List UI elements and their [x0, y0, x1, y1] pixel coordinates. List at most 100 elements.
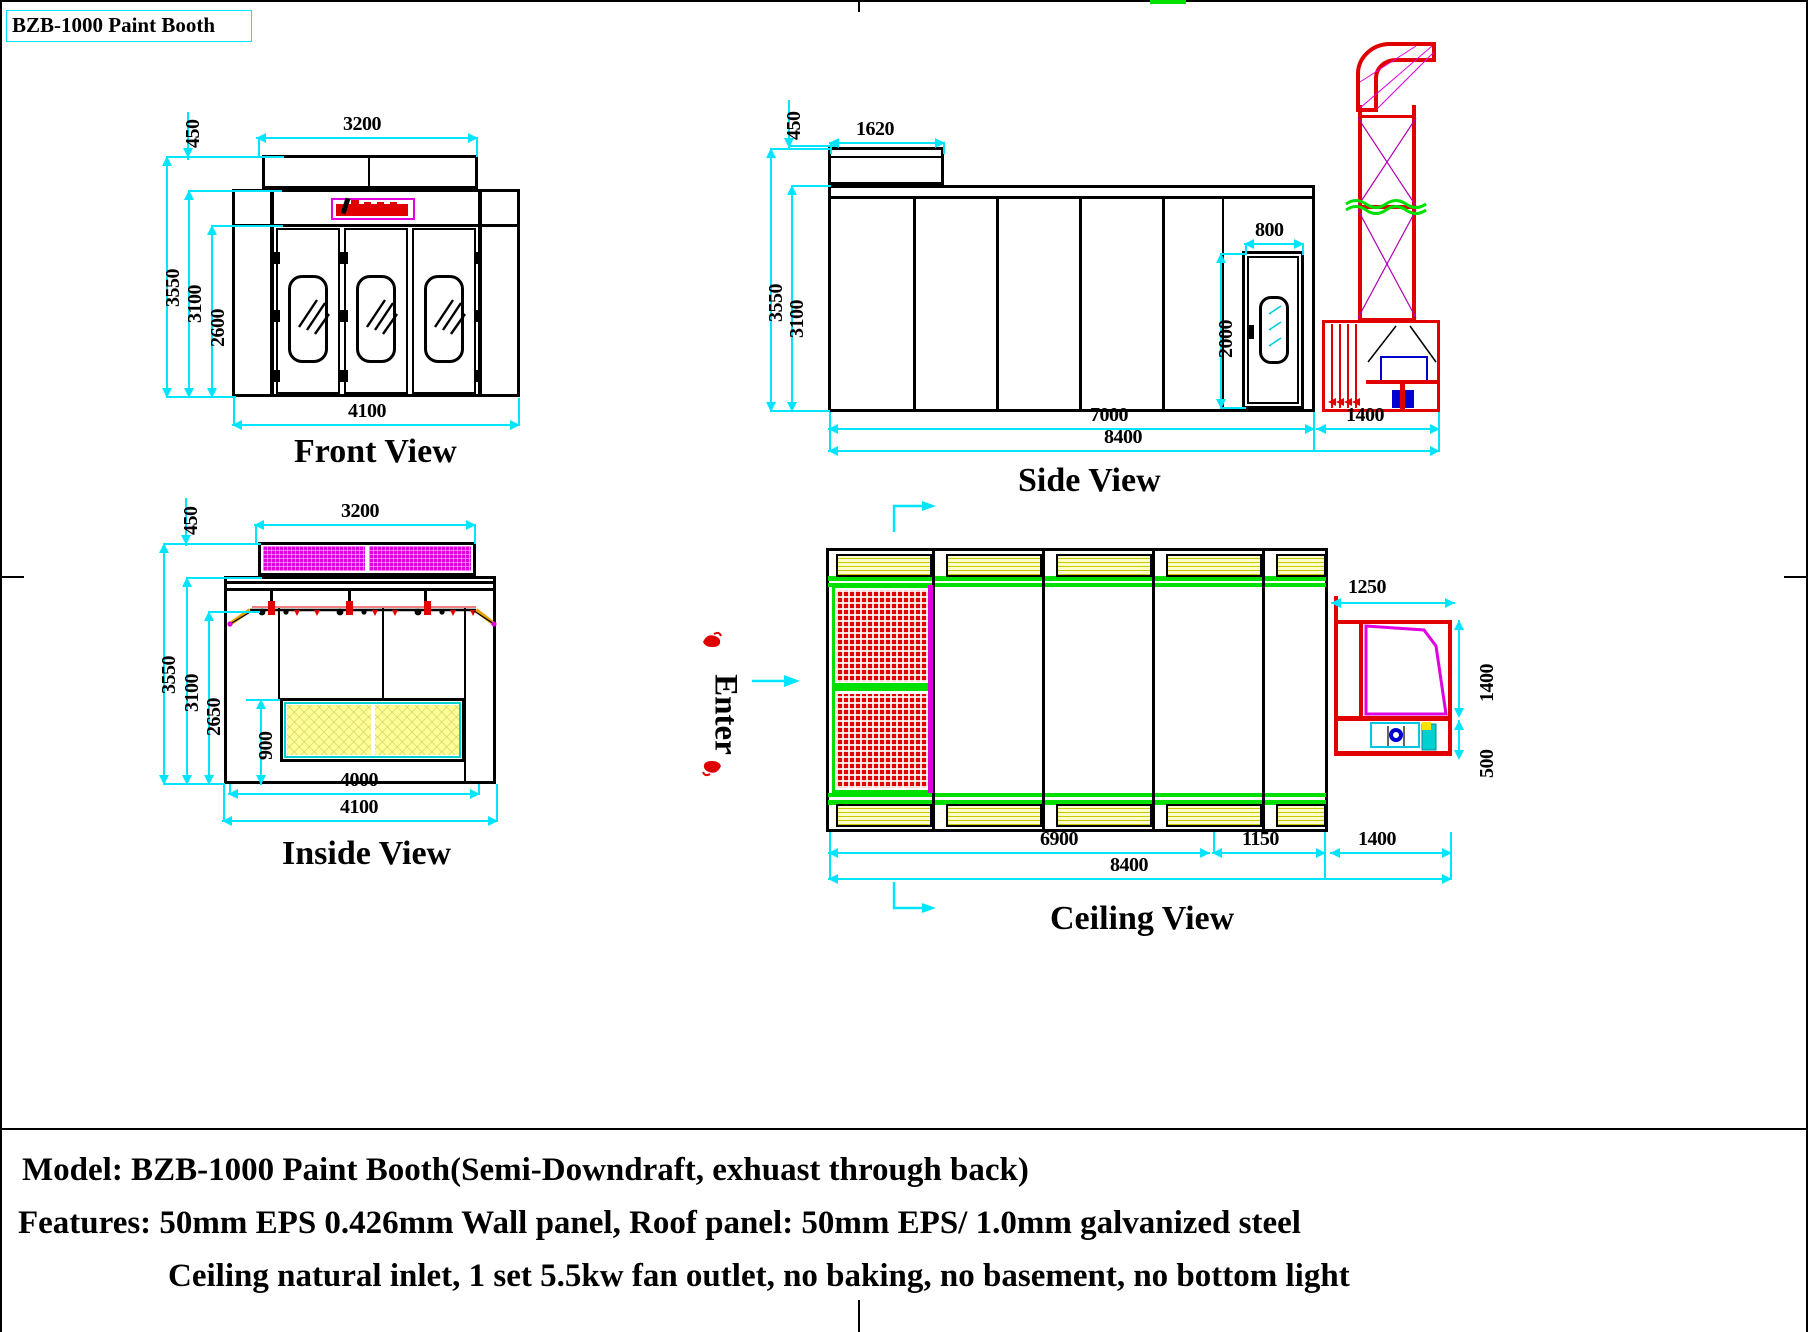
front-door-2[interactable] — [344, 228, 408, 394]
side-dim-3550-arrow-u — [766, 148, 776, 158]
exhaust-elbow — [1356, 41, 1436, 112]
fan-housing-inner-wall — [1359, 623, 1363, 719]
side-dim-800-label: 800 — [1255, 219, 1284, 241]
inside-hanger-3 — [424, 591, 427, 609]
ceiling-lamp-1 — [836, 554, 932, 577]
front-control-panel-stack-3 — [377, 202, 384, 210]
inside-dim-3200-arrow-r — [466, 520, 476, 530]
side-dim-3550-label: 3550 — [765, 284, 787, 322]
side-door-handle — [1249, 325, 1254, 339]
front-hinge-1c — [272, 370, 280, 382]
ceiling-dim-8400-label: 8400 — [1110, 854, 1149, 876]
ceiling-dim-1400v-label: 1400 — [1476, 664, 1498, 702]
front-roof-divider — [368, 157, 370, 187]
inside-dim-4000-arrow-r — [470, 789, 480, 799]
side-dim-2000-arrow-u — [1216, 253, 1226, 263]
inside-dim-2650-ext — [208, 611, 260, 613]
inside-dim-4100-ext-l — [223, 784, 225, 820]
side-view-title: Side View — [1018, 462, 1161, 499]
ceiling-dim-1400h-arrow-l — [1330, 848, 1340, 858]
side-dim-450-ext — [788, 145, 836, 147]
side-dim-1400-arrow-r — [1430, 424, 1440, 434]
ceiling-dim-1400h-ext-r — [1450, 832, 1452, 880]
ceiling-dim-500-line — [1458, 720, 1460, 758]
inside-hanger-1 — [270, 591, 273, 609]
ceiling-dim-8400-line — [828, 878, 1452, 880]
side-body-top-band — [830, 196, 1313, 199]
front-dim-2600-ext — [211, 225, 283, 227]
title-block: BZB-1000 Paint Booth — [6, 10, 252, 42]
ceiling-dim-1400v-arrow-d — [1454, 708, 1464, 718]
exhaust-motor-frame — [1380, 356, 1428, 382]
inside-dim-2650-label: 2650 — [203, 698, 225, 736]
inside-dim-3100-arrow-u — [182, 577, 192, 587]
exhaust-base-transition — [1367, 325, 1437, 363]
fan-motor-detail — [1387, 722, 1437, 751]
front-dim-450-label: 450 — [182, 119, 204, 149]
side-dim-2000-line — [1220, 253, 1222, 409]
inside-partition-1 — [278, 608, 280, 700]
section-arrow-top — [892, 501, 936, 532]
front-dim-3200-label: 3200 — [343, 113, 382, 135]
front-door-3[interactable] — [412, 228, 476, 394]
exhaust-filter-upper — [836, 590, 928, 682]
side-dim-3550-arrow-d — [766, 402, 776, 412]
front-view-group: 450 3200 3550 3100 2600 4100 F — [0, 0, 600, 480]
front-dim-3100-ext — [188, 190, 282, 192]
front-dim-2600-label: 2600 — [207, 309, 229, 347]
inside-dim-900-label: 900 — [255, 731, 277, 761]
side-panel-joint-1 — [913, 199, 916, 409]
side-dim-8400-line — [828, 450, 1440, 452]
side-dim-2000-ext-bot — [1220, 407, 1246, 409]
ceiling-view-group: 1250 1400 500 6900 1150 1400 — [810, 480, 1510, 950]
front-dim-3550-arrow-u — [162, 156, 172, 166]
side-personnel-door-inner — [1247, 256, 1299, 404]
inside-view-title: Inside View — [282, 835, 452, 872]
inside-dim-3100-line — [186, 577, 188, 785]
front-dim-2600-arrow-u — [207, 225, 217, 235]
side-roof-unit — [828, 147, 944, 185]
inside-dim-2650-arrow-d — [204, 775, 214, 785]
exhaust-stack-hatch — [1357, 117, 1417, 319]
inside-dim-4100-arrow-l — [222, 816, 232, 826]
side-panel-joint-4 — [1162, 199, 1165, 409]
front-dim-4100-ext-r — [518, 398, 520, 424]
inside-dim-3550-label: 3550 — [158, 656, 180, 694]
inside-dim-3200-ext-r — [474, 524, 476, 544]
inside-ceiling-filter-left — [263, 546, 365, 571]
inside-dim-3100-label: 3100 — [181, 674, 203, 712]
side-dim-3550-ext-bot — [770, 410, 830, 412]
ceiling-dim-1150-arrow-l — [1212, 848, 1222, 858]
ceiling-dim-1150-ext-r — [1324, 832, 1326, 880]
side-dim-1400-ext-r — [1438, 412, 1440, 450]
side-dim-800-arrow-l — [1244, 239, 1254, 249]
enter-direction-arrow — [752, 675, 800, 687]
side-dim-450-arrow — [784, 138, 794, 148]
side-dim-1620-ext-l — [830, 142, 832, 154]
side-panel-joint-3 — [1079, 199, 1082, 409]
exhaust-stack-band-1 — [1358, 115, 1416, 118]
front-roof-plenum — [262, 155, 478, 189]
side-dim-7000-label: 7000 — [1090, 404, 1129, 426]
ceiling-dim-1400h-arrow-r — [1442, 848, 1452, 858]
front-control-panel-stack-4 — [390, 202, 397, 210]
inside-dim-4100-arrow-r — [488, 816, 498, 826]
ceiling-rail-top-1 — [828, 576, 1326, 581]
center-mark-top — [858, 0, 860, 12]
front-dim-3200-arrow-l — [256, 133, 266, 143]
enter-pointer-hand-bottom — [702, 761, 721, 777]
front-view-title: Front View — [294, 433, 457, 470]
front-control-panel-stack-2 — [364, 202, 371, 210]
inside-partition-2 — [382, 608, 384, 700]
front-upright-right — [478, 192, 482, 394]
side-dim-7000-arrow-l — [828, 424, 838, 434]
ceiling-dim-1400v-arrow-u — [1454, 620, 1464, 630]
side-dim-800-ext-l — [1245, 243, 1247, 255]
front-hinge-2a — [340, 252, 348, 264]
front-hinge-3b — [474, 310, 482, 322]
side-dim-800-ext-r — [1302, 243, 1304, 255]
side-dim-450-line — [788, 100, 790, 148]
inside-dim-3100-ext — [186, 577, 262, 579]
center-mark-left — [0, 576, 24, 578]
ceiling-joint-2 — [1042, 550, 1045, 830]
